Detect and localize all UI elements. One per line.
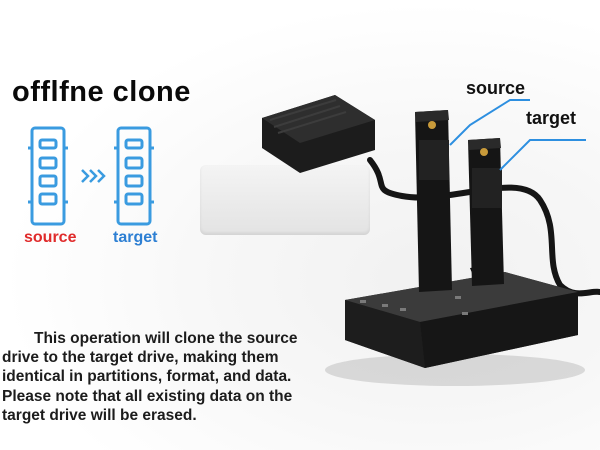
chevrons-right-icon bbox=[81, 169, 106, 183]
ssd-target bbox=[468, 138, 504, 286]
clone-description: This operation will clone the source dri… bbox=[2, 330, 298, 424]
docking-station bbox=[345, 264, 578, 368]
callout-source-label: source bbox=[466, 78, 526, 98]
ssd-source-outline-icon bbox=[28, 126, 68, 226]
callout-target-label: target bbox=[526, 108, 577, 128]
diagram-source-label: source bbox=[24, 229, 77, 246]
dock-shadow bbox=[325, 354, 585, 386]
callout-line-source bbox=[449, 99, 530, 146]
wall-socket bbox=[200, 165, 370, 235]
callout-line-target bbox=[499, 139, 586, 171]
diagram-target-label: target bbox=[113, 229, 158, 246]
headline: offlfne clone bbox=[12, 76, 191, 108]
ssd-target-outline-icon bbox=[114, 126, 154, 226]
power-adapter bbox=[262, 95, 375, 173]
ssd-source bbox=[415, 110, 452, 292]
clone-diagram bbox=[28, 126, 154, 226]
